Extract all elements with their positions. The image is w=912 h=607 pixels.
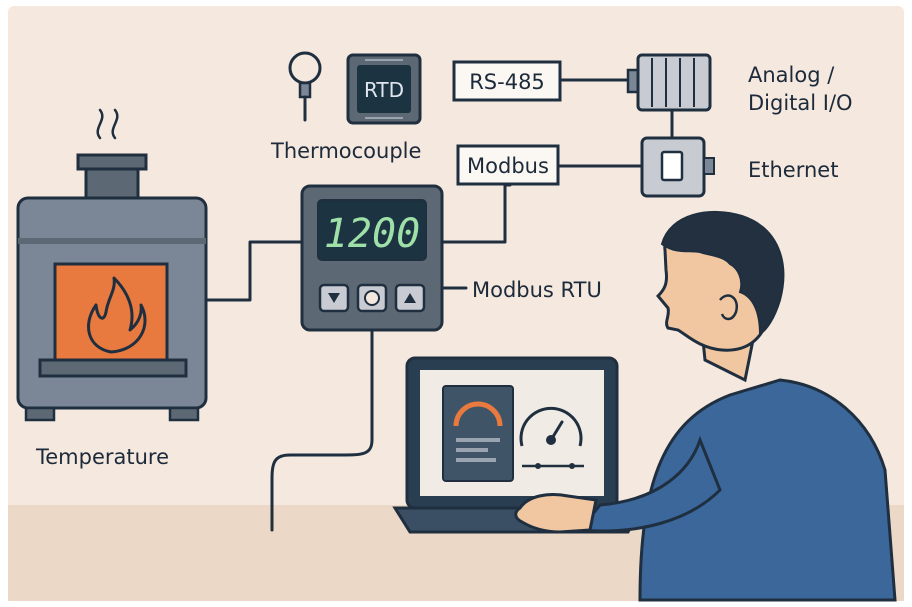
modbus-label: Modbus <box>467 154 549 178</box>
person-hair <box>660 210 785 336</box>
controller-display <box>317 199 427 261</box>
analog-label-line2: Digital I/O <box>748 91 853 115</box>
wire-controller-down <box>270 328 374 532</box>
rtd-sensor-icon <box>346 53 422 125</box>
modbus-box <box>456 144 560 186</box>
dot-icon <box>364 290 380 306</box>
furnace-window <box>53 262 169 362</box>
chevron-down-icon <box>328 293 340 303</box>
mini-gauge-icon <box>453 401 503 427</box>
io-module-icon <box>626 53 712 112</box>
thermocouple-label: Thermocouple <box>270 139 421 163</box>
connection-wires <box>203 78 674 532</box>
modbus-rtu-label: Modbus RTU <box>472 278 602 302</box>
wire-furnace-to-controller <box>203 240 304 302</box>
ethernet-adapter-icon <box>640 136 715 198</box>
screen-panel <box>442 385 514 482</box>
ethernet-label: Ethernet <box>748 158 838 182</box>
chevron-up-icon <box>404 293 416 303</box>
person-ear <box>719 294 739 321</box>
analog-label-line1: Analog / <box>748 63 835 87</box>
controller-display-value: 1200 <box>324 211 420 257</box>
gauge-icon <box>519 406 584 469</box>
furnace-icon <box>16 108 208 422</box>
rs485-box <box>452 60 562 102</box>
thermocouple-probe-icon <box>288 51 322 122</box>
rtd-label: RTD <box>364 78 404 102</box>
temperature-controller <box>300 184 444 332</box>
rs485-label: RS-485 <box>469 70 545 94</box>
person-hand <box>514 493 598 534</box>
smoke-icon <box>96 108 119 140</box>
temperature-label: Temperature <box>35 445 169 469</box>
person <box>514 210 897 602</box>
flame-icon <box>87 276 147 354</box>
